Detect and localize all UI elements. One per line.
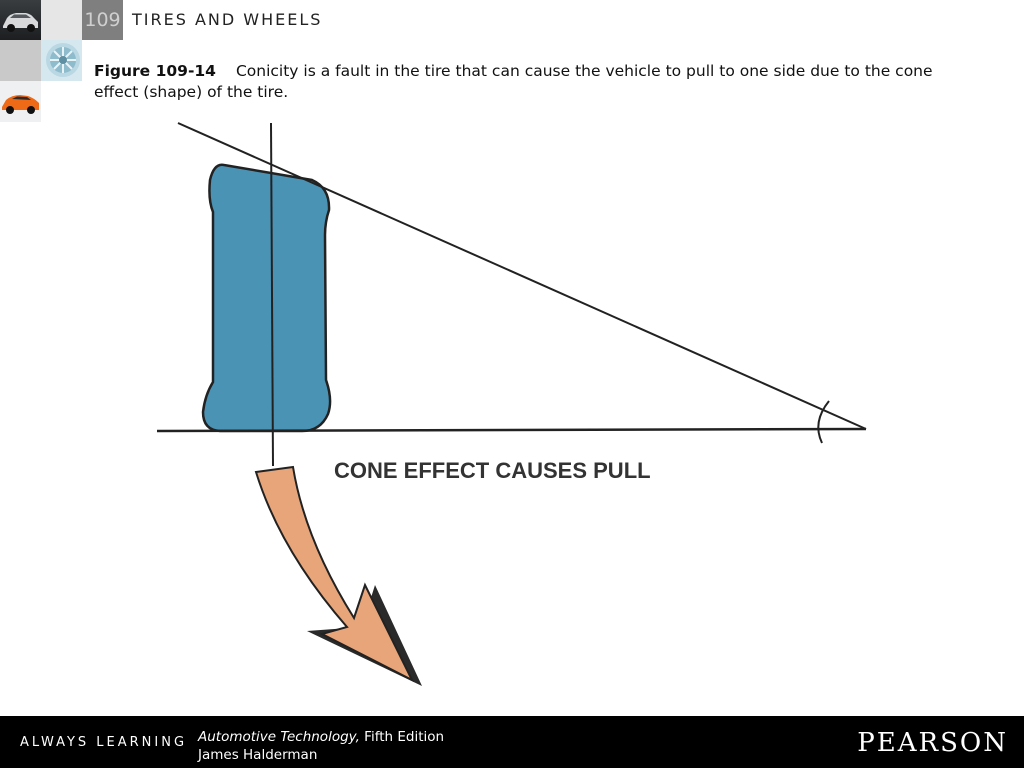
wheel-thumbnail-icon — [41, 40, 82, 81]
figure-label: Figure 109-14 — [94, 62, 216, 80]
publisher-logo: PEARSON — [857, 728, 1008, 758]
tire-shape — [203, 165, 330, 431]
book-edition: Fifth Edition — [360, 729, 444, 745]
footer-bar: ALWAYS LEARNING Automotive Technology, F… — [0, 716, 1024, 768]
caption-text: Conicity is a fault in the tire that can… — [94, 62, 933, 101]
angle-arc — [818, 401, 829, 443]
gray-thumbnail — [41, 0, 82, 40]
cone-effect-label: CONE EFFECT CAUSES PULL — [334, 458, 651, 484]
chapter-title: TIRES AND WHEELS — [132, 10, 322, 32]
car-thumbnail-icon — [0, 0, 41, 40]
gray-thumbnail — [0, 40, 41, 81]
conicity-diagram — [0, 110, 1024, 710]
chapter-badge: 109 — [82, 0, 123, 40]
pull-arrow — [256, 467, 412, 680]
conicity-figure: CONE EFFECT CAUSES PULL — [0, 110, 1024, 710]
book-info: Automotive Technology, Fifth Edition Jam… — [198, 728, 444, 764]
book-title: Automotive Technology, — [198, 729, 360, 745]
footer-tagline: ALWAYS LEARNING — [20, 735, 187, 750]
chapter-number: 109 — [82, 0, 123, 40]
book-author: James Halderman — [198, 746, 444, 764]
